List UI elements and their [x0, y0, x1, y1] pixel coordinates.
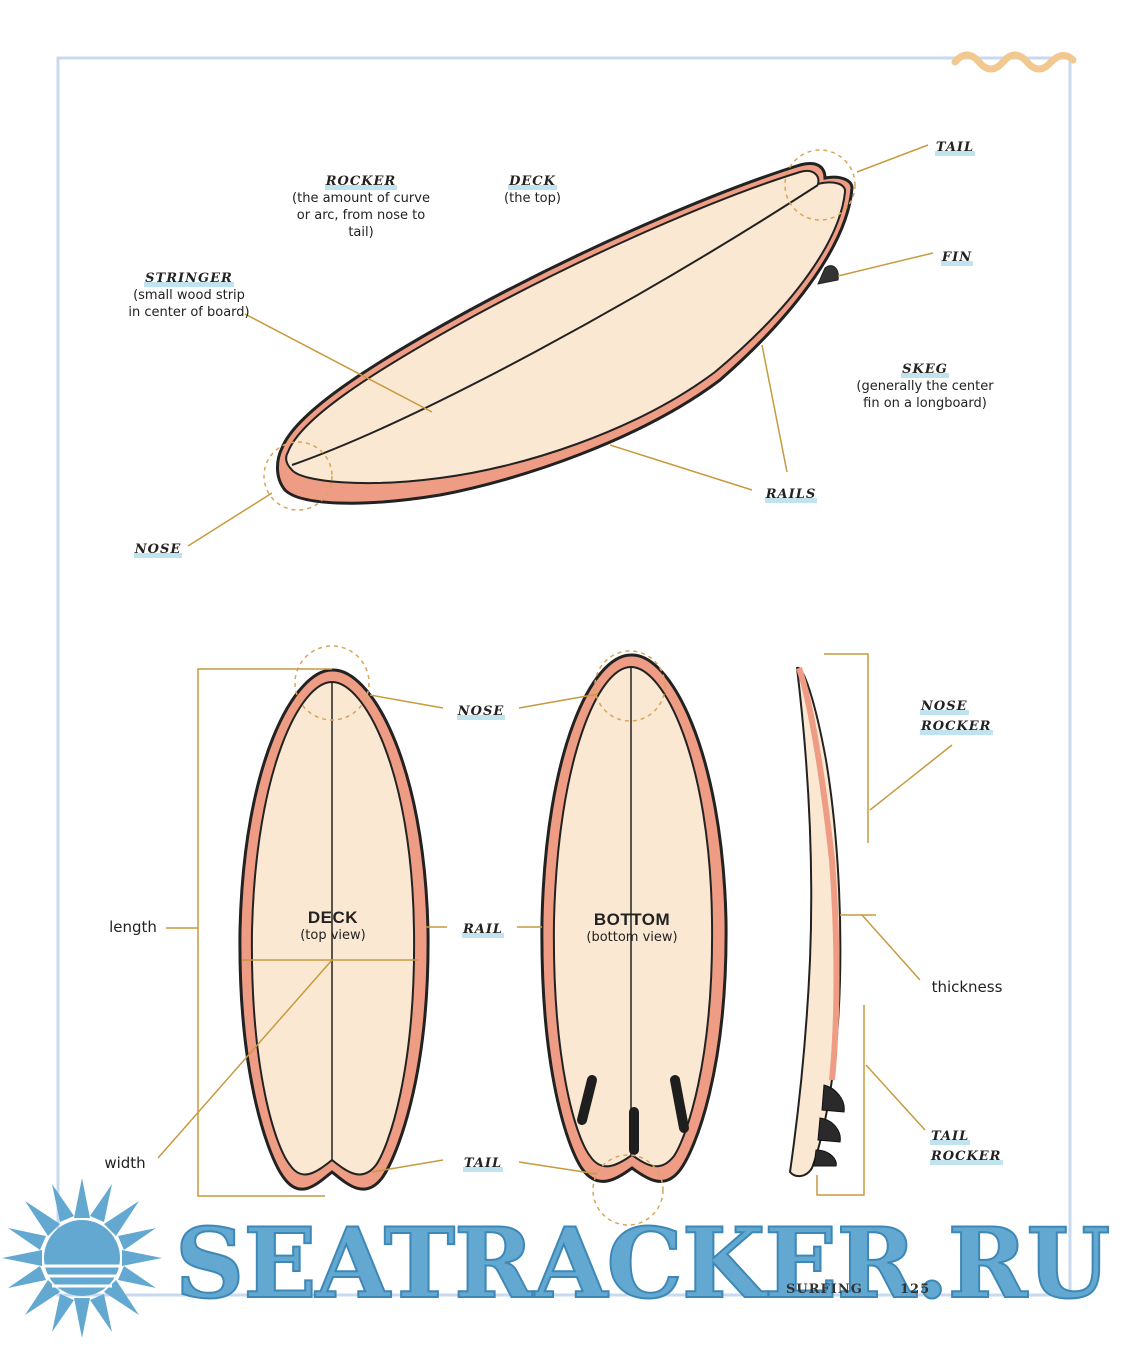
stringer-term: STRINGER — [144, 270, 234, 287]
thickness-label: thickness — [931, 978, 1003, 996]
tail-rocker-term-2: ROCKER — [930, 1148, 1003, 1165]
fin-term: FIN — [940, 249, 974, 266]
left-fin — [577, 1075, 597, 1125]
deck-label: DECK (the top) — [490, 170, 575, 207]
bottom-nose-circle — [594, 650, 666, 722]
rocker-term: ROCKER — [324, 173, 398, 190]
deck-term: DECK — [508, 173, 557, 190]
page-frame — [56, 56, 1072, 1297]
side-view-board — [788, 666, 845, 1178]
rocker-desc-1: (the amount of curve — [292, 191, 430, 206]
nose-highlight-circle — [263, 441, 333, 511]
side-fins — [813, 1084, 845, 1167]
nose-rocker-label: NOSE ROCKER — [920, 695, 1004, 735]
footer-page-number: 125 — [900, 1282, 931, 1297]
tail-label-bottom: TAIL — [452, 1152, 514, 1172]
length-label: length — [109, 918, 157, 936]
deck-nose-circle — [294, 645, 370, 721]
deck-desc: (the top) — [504, 191, 561, 206]
tail-highlight-circle — [784, 149, 856, 221]
rail-term: RAIL — [461, 921, 505, 938]
watermark-text: SEATRACKER.RU — [174, 1207, 1111, 1320]
right-fin — [670, 1075, 689, 1133]
nose-rocker-term-2: ROCKER — [920, 718, 993, 735]
skeg-term: SKEG — [901, 361, 949, 378]
bottom-view-board — [540, 650, 728, 1226]
tail-term-top: TAIL — [934, 139, 976, 156]
stringer-desc-2: in center of board) — [128, 305, 250, 320]
tail-rocker-bracket — [816, 1005, 865, 1196]
skeg-desc-2: fin on a longboard) — [863, 396, 987, 411]
angled-board-fin — [817, 265, 839, 285]
watermark-sun-icon — [2, 1178, 162, 1338]
top-leader-lines — [187, 144, 934, 547]
angled-board-stringer — [291, 184, 819, 466]
deck-view-label: DECK (top view) — [283, 908, 383, 943]
rails-term: RAILS — [764, 486, 818, 503]
angled-surfboard — [263, 149, 856, 511]
skeg-desc-1: (generally the center — [856, 379, 994, 394]
rails-label: RAILS — [756, 483, 826, 503]
stringer-label: STRINGER (small wood strip in center of … — [120, 267, 258, 321]
nose-label-bottom: NOSE — [448, 700, 514, 720]
tail-label-top: TAIL — [928, 136, 982, 156]
nose-label-top: NOSE — [126, 538, 190, 558]
width-label: width — [104, 1154, 146, 1172]
side-board-body — [788, 666, 842, 1178]
rail-label: RAIL — [452, 918, 514, 938]
bottom-tail-circle — [592, 1154, 664, 1226]
deck-view-subtitle: (top view) — [300, 928, 366, 943]
rocker-desc-2: or arc, from nose to — [296, 208, 426, 223]
deck-view-board — [238, 645, 430, 1191]
rocker-label: ROCKER (the amount of curve or arc, from… — [286, 170, 436, 241]
nose-term-top: NOSE — [133, 541, 183, 558]
bottom-view-title: BOTTOM — [593, 910, 671, 929]
bottom-view-subtitle: (bottom view) — [586, 930, 678, 945]
deck-view-title: DECK — [307, 908, 359, 927]
rocker-desc-3: tail) — [348, 225, 374, 240]
nose-term-bottom: NOSE — [456, 703, 506, 720]
nose-rocker-bracket — [824, 653, 869, 843]
bottom-view-label: BOTTOM (bottom view) — [572, 910, 692, 945]
length-bracket — [197, 668, 332, 1197]
tail-rocker-term-1: TAIL — [930, 1128, 971, 1145]
bottom-leader-lines — [157, 653, 953, 1197]
tail-rocker-label: TAIL ROCKER — [930, 1125, 1014, 1165]
fin-label: FIN — [934, 246, 980, 266]
angled-board-deck — [285, 170, 846, 485]
wave-decoration — [951, 51, 1077, 73]
nose-rocker-term-1: NOSE — [920, 698, 969, 715]
side-board-rail — [796, 667, 840, 1081]
tail-term-bottom: TAIL — [462, 1155, 504, 1172]
skeg-label: SKEG (generally the center fin on a long… — [850, 358, 1000, 412]
footer-section: SURFING — [786, 1282, 863, 1297]
stringer-desc-1: (small wood strip — [133, 288, 245, 303]
